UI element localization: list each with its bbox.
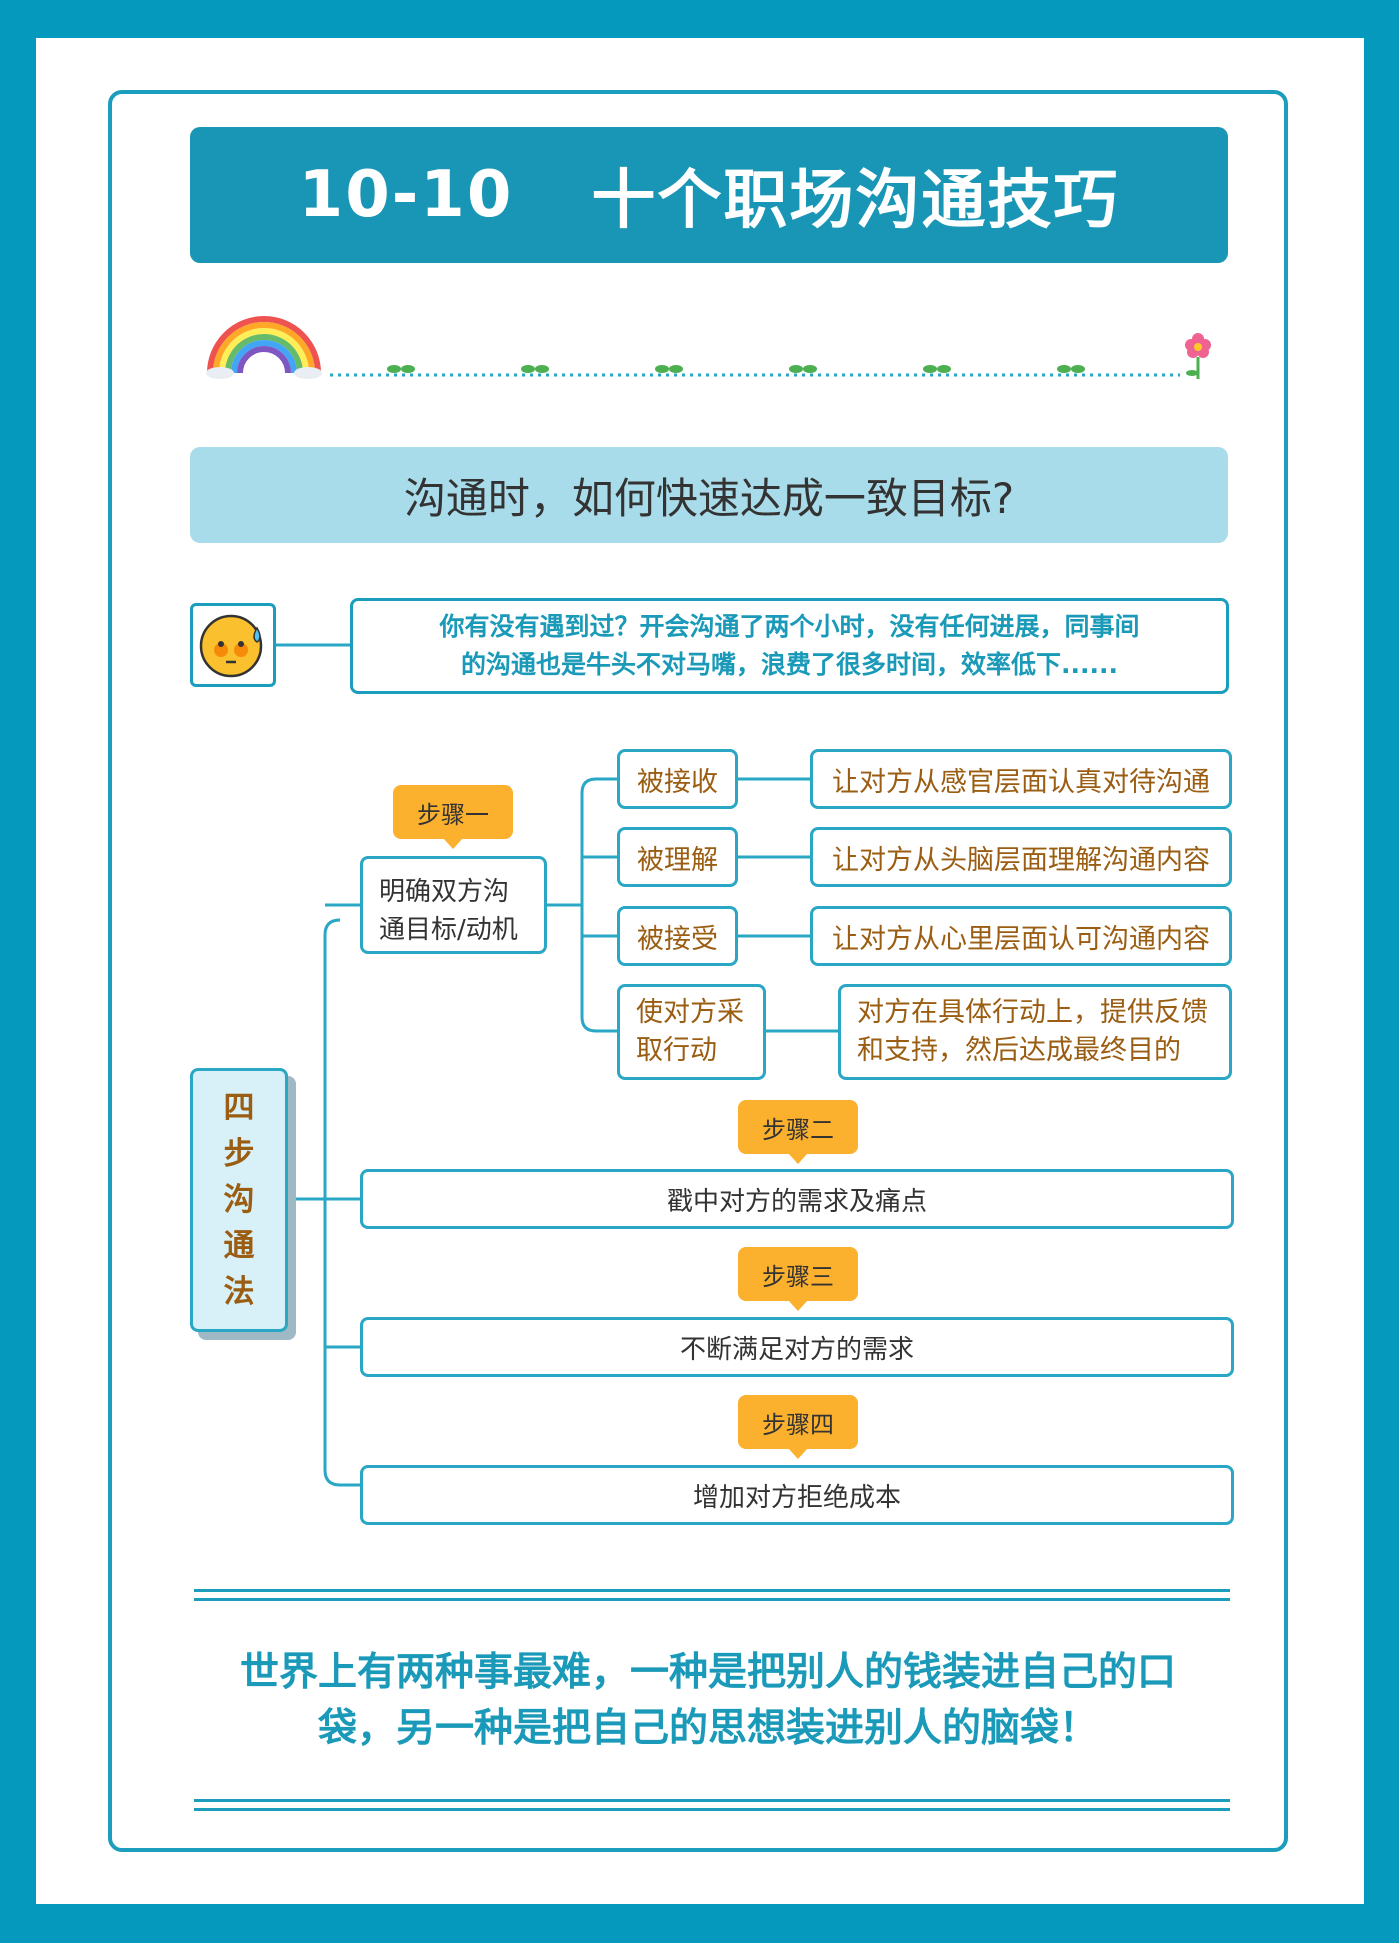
title-code: 10-10 [298,158,514,232]
divider-bottom [194,1799,1230,1811]
sweat-face-icon [199,614,263,678]
detail-action-line-1: 对方在具体行动上，提供反馈 [857,997,1208,1028]
face-box [190,603,276,687]
root-char: 法 [223,1274,255,1310]
divider-top [194,1589,1230,1601]
sub-action-line-1: 使对方采 [636,997,744,1028]
sprout-icons [387,365,1085,373]
sub-node-accepted: 被接受 [617,906,738,966]
detail-node-understood: 让对方从头脑层面理解沟通内容 [810,827,1232,887]
intro-text-box: 你有没有遇到过？开会沟通了两个小时，没有任何进展，同事间 的沟通也是牛头不对马嘴… [350,598,1229,694]
root-char: 通 [223,1228,255,1264]
question-banner: 沟通时，如何快速达成一致目标? [190,447,1228,543]
intro-line-2: 的沟通也是牛头不对马嘴，浪费了很多时间，效率低下...... [460,650,1118,679]
step-2-node: 戳中对方的需求及痛点 [360,1169,1234,1229]
detail-node-take-action: 对方在具体行动上，提供反馈 和支持，然后达成最终目的 [838,984,1232,1080]
closing-quote: 世界上有两种事最难，一种是把别人的钱装进自己的口 袋，另一种是把自己的思想装进别… [200,1645,1216,1757]
step-3-node: 不断满足对方的需求 [360,1317,1234,1377]
step-4-node: 增加对方拒绝成本 [360,1465,1234,1525]
step-3-tag: 步骤三 [738,1247,858,1311]
root-char: 沟 [223,1182,255,1218]
detail-action-line-2: 和支持，然后达成最终目的 [857,1035,1181,1066]
sub-node-received: 被接收 [617,749,738,809]
step-1-line-2: 通目标/动机 [379,915,518,945]
detail-node-accepted: 让对方从心里层面认可沟通内容 [810,906,1232,966]
rainbow-icon [206,316,322,379]
intro-line-1: 你有没有遇到过？开会沟通了两个小时，没有任何进展，同事间 [439,612,1140,641]
flower-icon [1185,333,1211,379]
sub-action-line-2: 取行动 [636,1035,717,1066]
detail-node-received: 让对方从感官层面认真对待沟通 [810,749,1232,809]
page-title: 10-10 十个职场沟通技巧 [190,127,1228,263]
quote-line-1: 世界上有两种事最难，一种是把别人的钱装进自己的口 [239,1650,1176,1695]
title-text: 十个职场沟通技巧 [591,164,1120,238]
decoration-divider [206,316,1211,379]
sub-node-understood: 被理解 [617,827,738,887]
root-char: 四 [223,1090,255,1126]
step-1-tag: 步骤一 [393,785,513,849]
step-1-node: 明确双方沟 通目标/动机 [360,856,547,954]
root-node-four-step-method: 四 步 沟 通 法 [190,1068,288,1332]
step-1-line-1: 明确双方沟 [379,877,510,907]
sub-node-take-action: 使对方采 取行动 [617,984,766,1080]
content-frame [108,90,1288,1852]
step-4-tag: 步骤四 [738,1395,858,1459]
quote-line-2: 袋，另一种是把自己的思想装进别人的脑袋！ [317,1706,1098,1751]
root-char: 步 [223,1136,255,1172]
step-2-tag: 步骤二 [738,1100,858,1164]
